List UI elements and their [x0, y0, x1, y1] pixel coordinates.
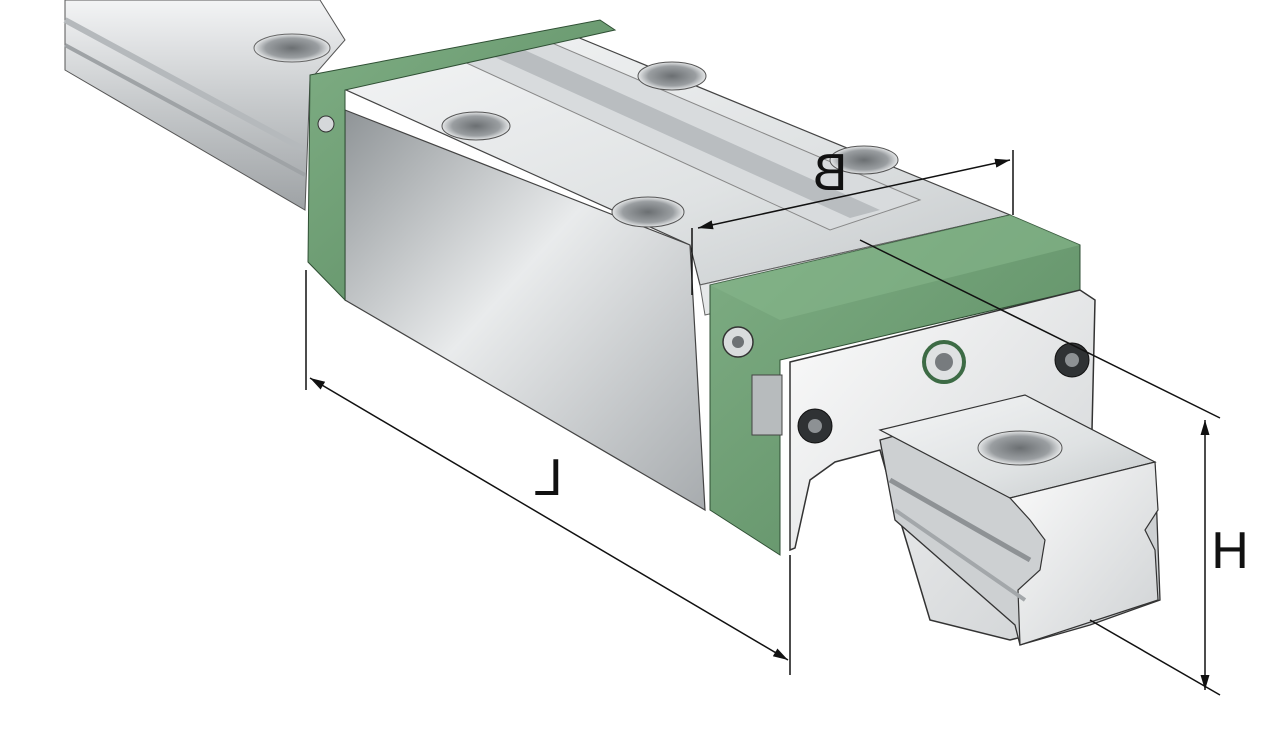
seal-screw-back [317, 115, 335, 133]
end-seal-back [307, 19, 617, 302]
dimension-label-b: B [813, 144, 848, 202]
rail-mounting-hole-back [253, 33, 331, 63]
dimension-l: L [305, 270, 791, 675]
dimension-b: B [691, 144, 1014, 295]
guide-rail-front [878, 394, 1161, 646]
rail-mounting-hole-front [977, 430, 1063, 466]
guide-rail-back [63, 0, 346, 211]
dimension-label-h: H [1211, 522, 1249, 580]
dimension-label-l: L [534, 449, 563, 507]
mounting-hole-3 [637, 61, 707, 91]
dimension-h: H [859, 239, 1249, 696]
mounting-hole-1 [441, 111, 511, 141]
mounting-hole-2 [611, 196, 685, 228]
